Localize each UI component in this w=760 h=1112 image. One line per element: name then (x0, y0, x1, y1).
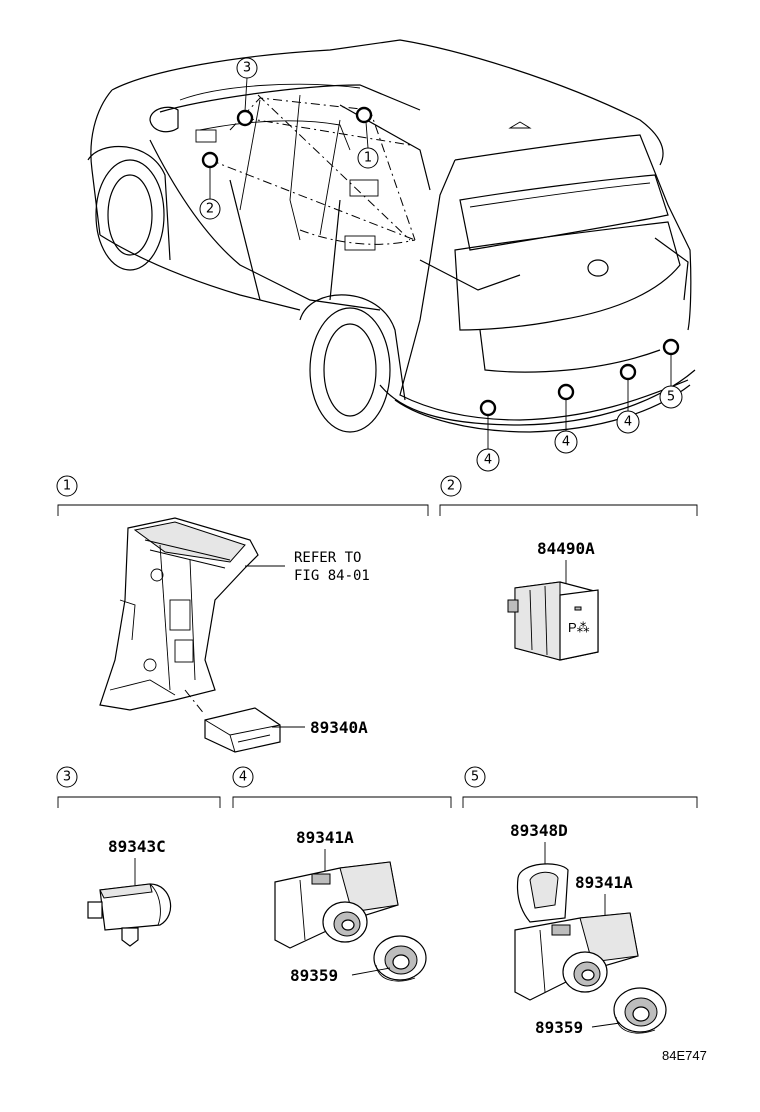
svg-text:1: 1 (364, 151, 372, 166)
svg-text:2: 2 (447, 479, 455, 494)
section-4-bracket (232, 796, 452, 808)
svg-text:4: 4 (484, 453, 492, 468)
part-number-89341A-s5: 89341A (575, 873, 633, 892)
section-5-bracket (462, 796, 698, 808)
ultrasonic-sensor-small (87, 883, 172, 947)
section-1: 1 REFER TO FIG 84-01 893 (56, 475, 429, 753)
section-4-number: 4 (232, 766, 254, 788)
part-number-89340A: 89340A (310, 718, 368, 737)
vehicle-overview: 3 2 1 4 4 4 5 (87, 39, 696, 472)
refer-text-line2: FIG 84-01 (294, 568, 370, 584)
ecu-module (204, 707, 281, 753)
section-3-bracket (57, 796, 221, 808)
section-2: 2 84490A P⁂ (439, 475, 698, 661)
section-2-number: 2 (440, 475, 462, 497)
part-number-89343C: 89343C (108, 837, 166, 856)
section-1-number: 1 (56, 475, 78, 497)
parking-sensor-s5 (514, 912, 639, 1001)
callout-rear-b: 4 (554, 430, 578, 454)
figure-code: 84E747 (662, 1048, 707, 1063)
parking-sensor-s4 (274, 861, 399, 949)
sensor-spot-2 (201, 151, 219, 169)
sensor-spot-4c (619, 363, 637, 381)
svg-text:5: 5 (667, 390, 675, 405)
svg-text:4: 4 (624, 415, 632, 430)
section-5: 5 89348D 89341A 89359 (462, 766, 698, 1037)
sensor-spot-4a (479, 399, 497, 417)
retainer-s4 (373, 935, 427, 982)
callout-right: 1 (357, 147, 379, 169)
section-3: 3 89343C (56, 766, 221, 947)
callout-rear-a: 4 (476, 448, 500, 472)
retainer-s5 (613, 987, 667, 1034)
switch-label: P⁂ (568, 620, 590, 635)
callout-rear-corner: 5 (659, 385, 683, 409)
part-number-89359-s5: 89359 (535, 1018, 583, 1037)
sensor-spot-1 (355, 106, 373, 124)
section-3-number: 3 (56, 766, 78, 788)
parking-sensor-switch: P⁂ (507, 581, 599, 661)
svg-text:2: 2 (206, 202, 214, 217)
section-1-bracket (57, 504, 429, 516)
part-number-84490A: 84490A (537, 539, 595, 558)
callout-rear-c: 4 (616, 410, 640, 434)
svg-text:1: 1 (63, 479, 71, 494)
svg-text:4: 4 (239, 770, 247, 785)
part-number-89359-s4: 89359 (290, 966, 338, 985)
mounting-bracket (99, 517, 259, 711)
svg-text:3: 3 (63, 770, 71, 785)
part-number-89341A-s4: 89341A (296, 828, 354, 847)
callout-top: 3 (236, 57, 258, 79)
sensor-spot-4b (557, 383, 575, 401)
sensor-spot-5 (662, 338, 680, 356)
section-4: 4 89341A 89359 (232, 766, 452, 985)
refer-text-line1: REFER TO (294, 550, 361, 566)
section-5-number: 5 (464, 766, 486, 788)
callout-left: 2 (199, 198, 221, 220)
sensor-cover-s5 (516, 863, 569, 923)
svg-text:4: 4 (562, 435, 570, 450)
svg-text:5: 5 (471, 770, 479, 785)
svg-text:3: 3 (243, 61, 251, 76)
sensor-spot-3 (236, 109, 254, 127)
part-number-89348D: 89348D (510, 821, 568, 840)
section-2-bracket (439, 504, 698, 516)
